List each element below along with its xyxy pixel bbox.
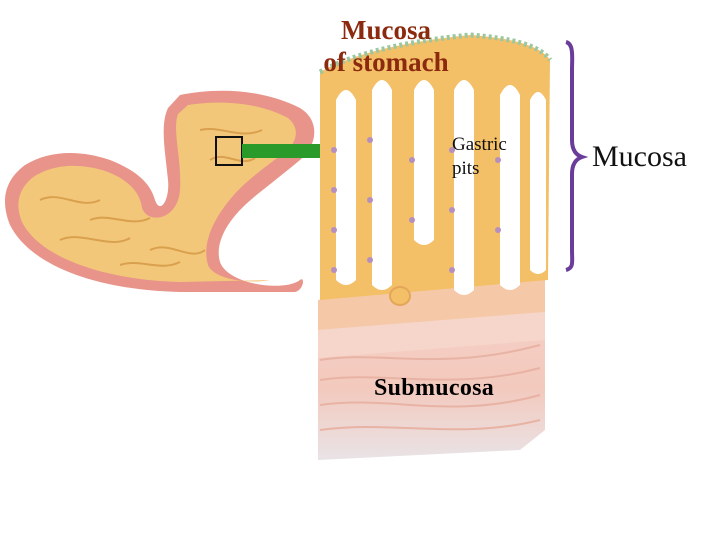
gastric-pits-label: Gastric pits <box>452 133 507 181</box>
stomach-illustration <box>5 90 315 293</box>
submucosa-label: Submucosa <box>374 375 495 401</box>
brace-icon <box>565 40 589 272</box>
title-line-1: Mucosa <box>341 15 431 45</box>
diagram-title: Mucosa of stomach <box>296 14 476 78</box>
title-line-2: of stomach <box>323 47 449 77</box>
pits-label-line-1: Gastric <box>452 134 507 155</box>
pits-label-line-2: pits <box>452 158 480 179</box>
tissue-block-illustration <box>318 32 553 460</box>
mucosa-label: Mucosa <box>592 140 687 173</box>
